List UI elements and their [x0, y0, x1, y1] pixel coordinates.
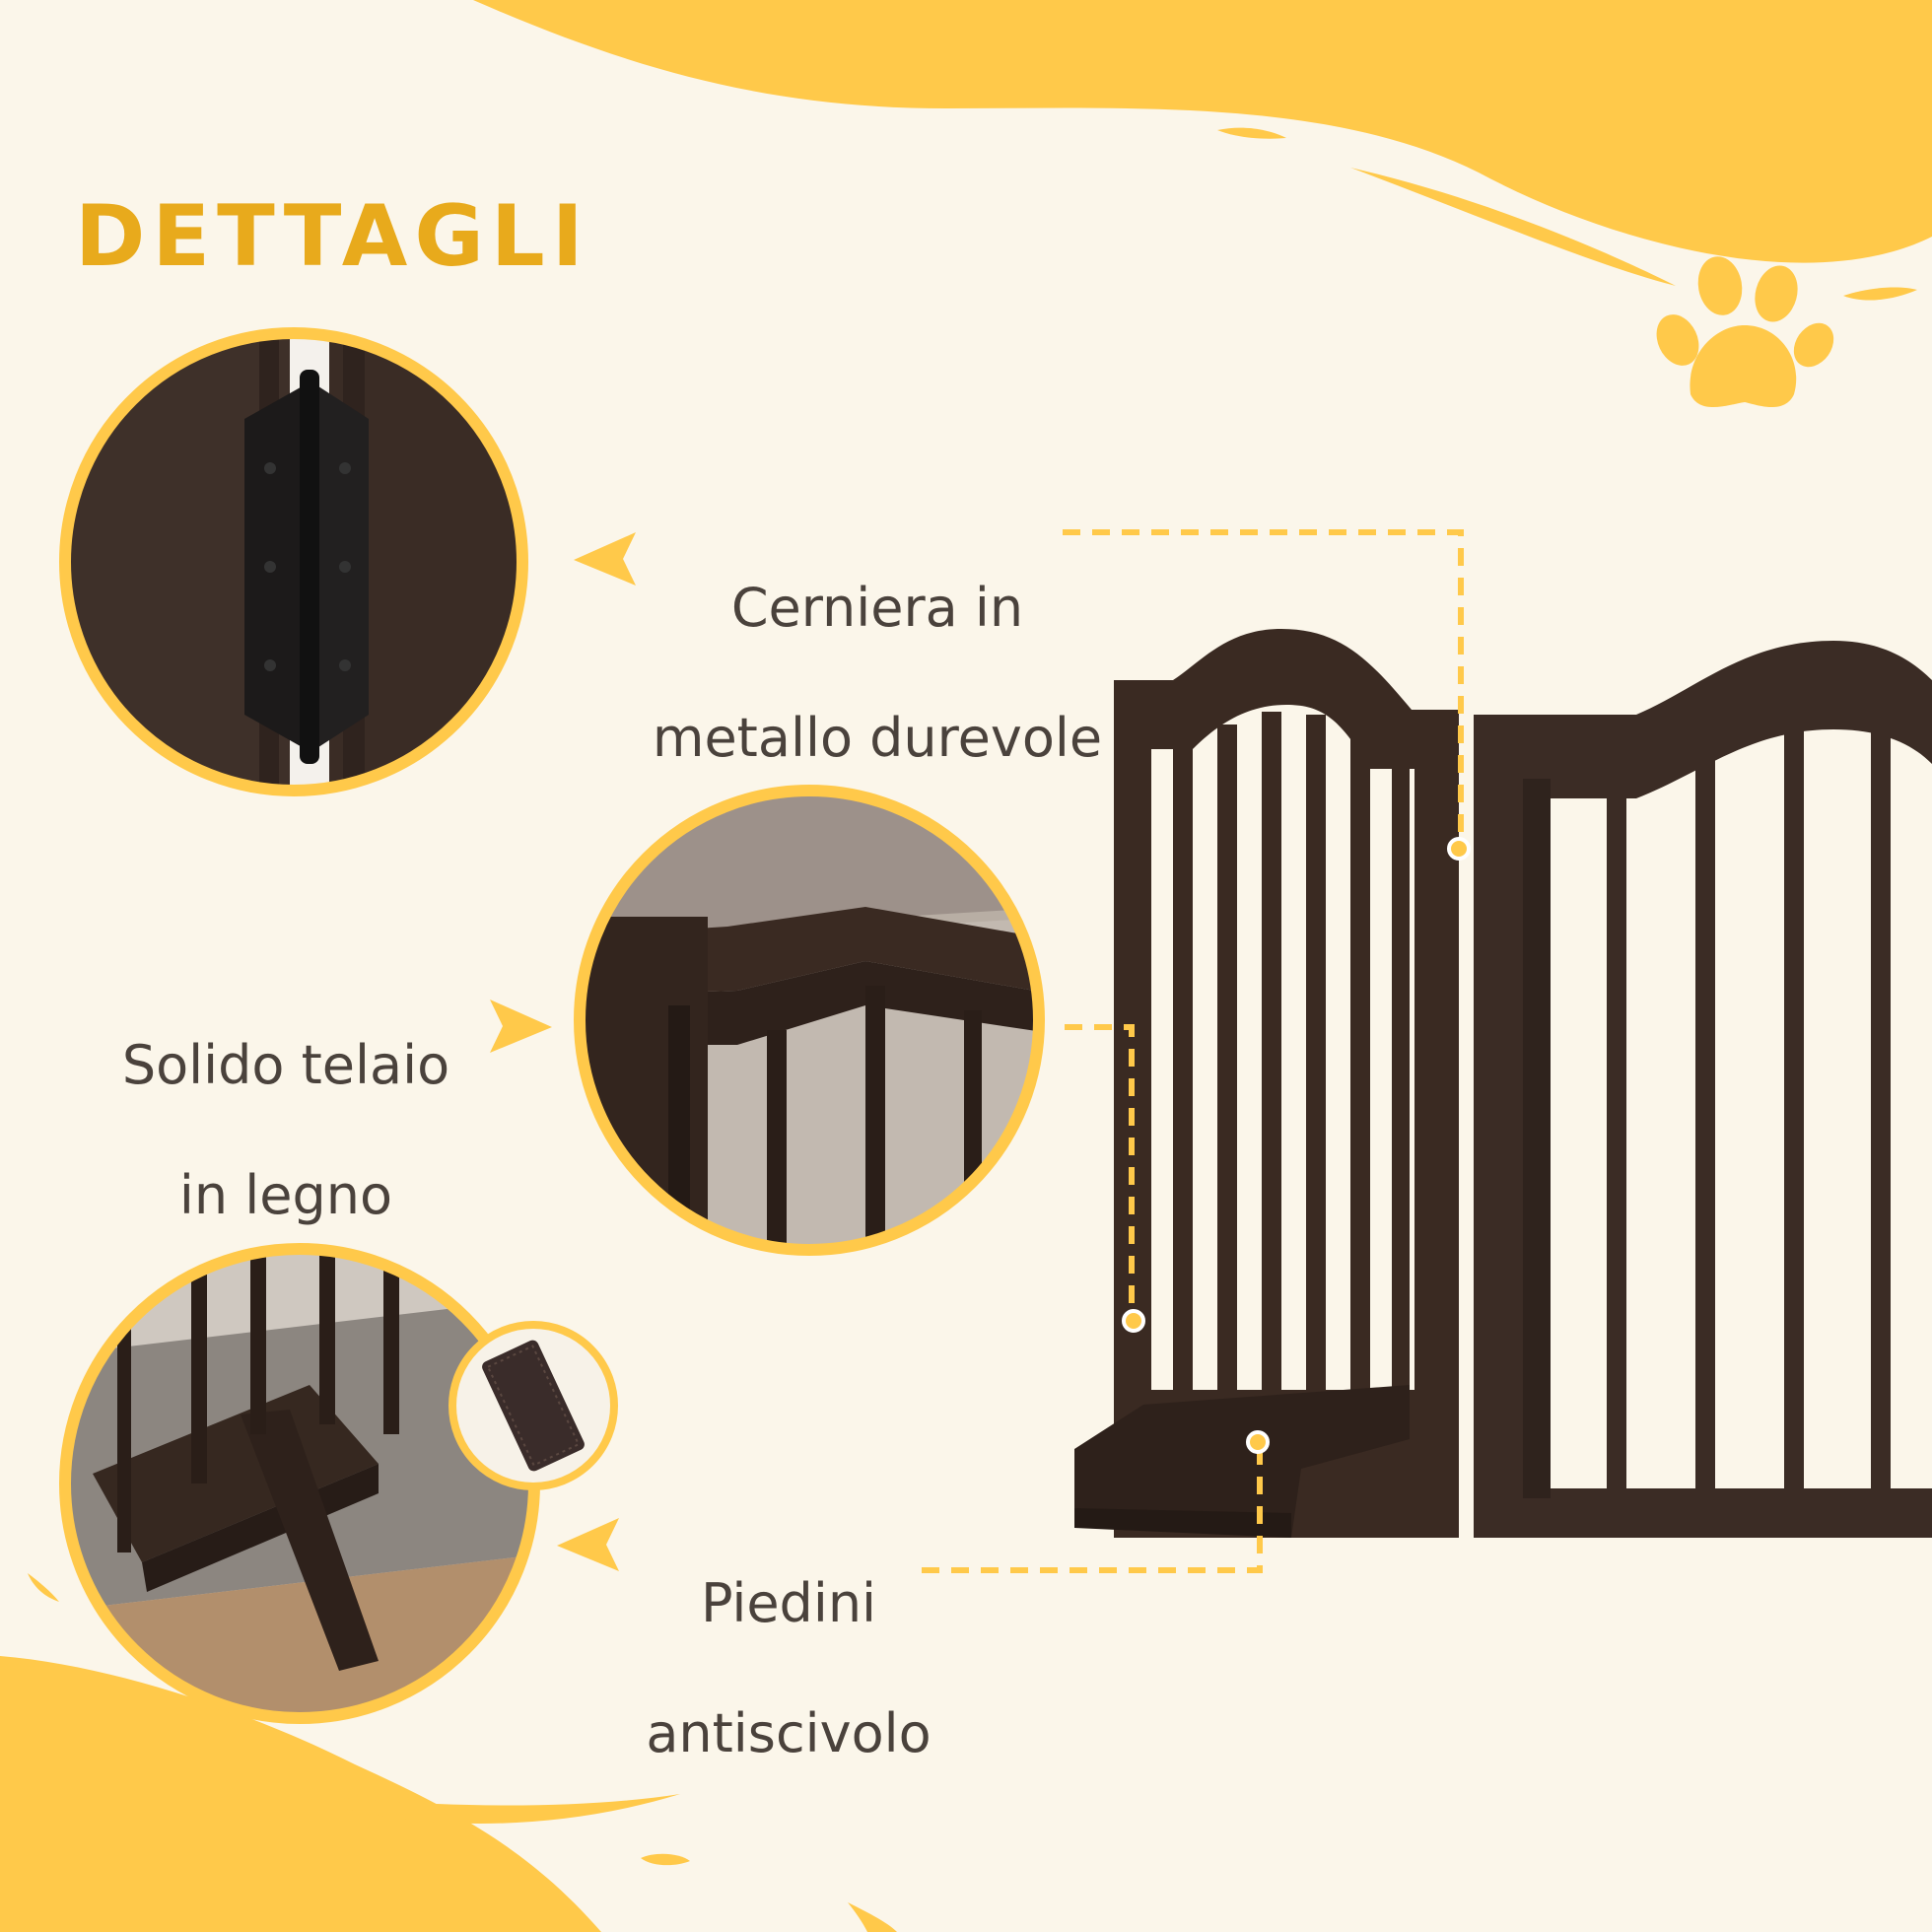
bottom-right-swoosh	[848, 1902, 897, 1932]
arrow-right-icon	[490, 1000, 552, 1053]
arrow-left-icon	[557, 1518, 619, 1571]
bottom-yellow-wave	[0, 1656, 601, 1932]
hinge-leader-line	[1063, 529, 1464, 848]
top-swoosh	[1350, 168, 1676, 286]
feet-callout-label: Piedini antiscivolo	[586, 1506, 991, 1831]
pad-detail-circle	[448, 1321, 618, 1490]
feet-callout-line2: antiscivolo	[646, 1702, 932, 1764]
paw-icon	[1656, 256, 1834, 408]
pet-gate-illustration	[1074, 629, 1932, 1538]
hinge-detail-circle	[59, 327, 528, 796]
top-yellow-wave	[473, 0, 1932, 263]
hinge-pin	[300, 370, 319, 764]
top-dash-2	[1843, 287, 1917, 301]
frame-point-dot	[1122, 1309, 1145, 1333]
hinge-callout-line2: metallo durevole	[652, 707, 1103, 769]
page-title: DETTAGLI	[75, 187, 590, 286]
left-curl	[28, 1573, 59, 1602]
feet-point-dot	[1246, 1430, 1270, 1454]
frame-callout-label: Solido telaio in legno	[79, 968, 493, 1293]
feet-leader-line	[922, 1444, 1263, 1573]
bottom-dash	[641, 1853, 690, 1866]
hinge-callout-line1: Cerniera in	[730, 577, 1024, 639]
frame-leader-line	[1065, 1024, 1135, 1321]
frame-callout-line2: in legno	[178, 1164, 393, 1226]
frame-detail-circle	[574, 785, 1045, 1256]
top-dash-1	[1217, 127, 1286, 139]
feet-callout-line1: Piedini	[700, 1572, 877, 1634]
feet-detail-circle	[59, 1243, 540, 1724]
bottom-swoosh	[296, 1794, 680, 1824]
hinge-point-dot	[1447, 837, 1471, 861]
frame-callout-line1: Solido telaio	[121, 1034, 450, 1096]
arrow-left-icon	[574, 532, 636, 586]
hinge-callout-label: Cerniera in metallo durevole	[611, 511, 1143, 836]
left-panel-foot	[1074, 1385, 1410, 1538]
